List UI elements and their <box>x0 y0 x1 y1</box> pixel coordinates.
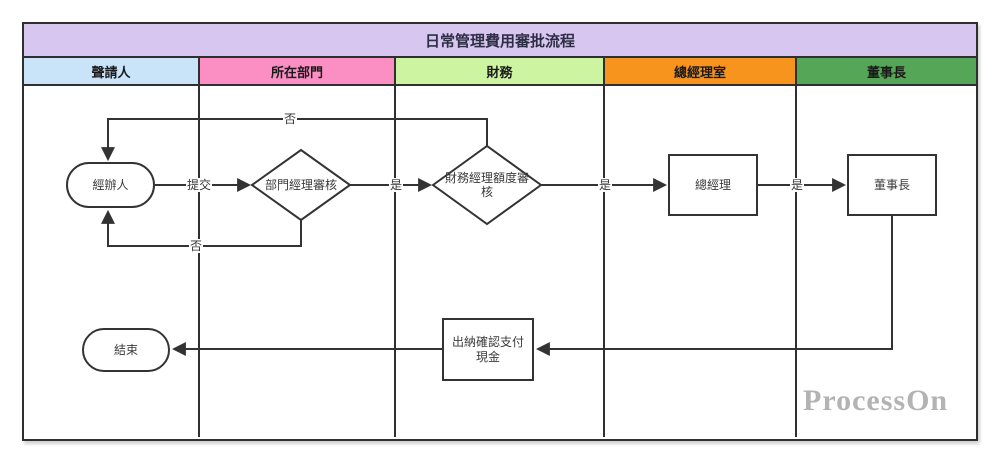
edge-label-no-top: 否 <box>282 112 298 126</box>
lane-divider <box>603 86 605 437</box>
processon-watermark: ProcessOn <box>803 384 949 417</box>
edge-label-no-bottom: 否 <box>188 239 204 253</box>
lane-header-gm-office: 總經理室 <box>605 58 797 84</box>
lane-header-department: 所在部門 <box>200 58 396 84</box>
node-applicant: 經辦人 <box>66 162 155 208</box>
lane-divider <box>795 86 797 437</box>
node-general-manager: 總經理 <box>668 154 758 216</box>
node-end: 結束 <box>82 328 170 372</box>
lane-header-chairman: 董事長 <box>797 58 976 84</box>
edge-label-yes-chairman: 是 <box>789 178 805 192</box>
lane-header-applicant: 聲請人 <box>24 58 200 84</box>
node-finance-review-label: 財務經理額度審 核 <box>444 171 529 199</box>
node-chairman: 董事長 <box>847 154 937 216</box>
node-cashier: 出納確認支付 現金 <box>442 318 534 381</box>
edge-label-submit: 提交 <box>185 178 213 192</box>
lane-divider <box>394 86 396 437</box>
edge-label-yes-finance: 是 <box>388 178 404 192</box>
edge-label-yes-gm: 是 <box>597 178 613 192</box>
diagram-title: 日常管理費用審批流程 <box>24 24 976 58</box>
lane-header-row: 聲請人 所在部門 財務 總經理室 董事長 <box>24 58 976 86</box>
lane-header-finance: 財務 <box>396 58 605 84</box>
node-dept-review-label: 部門經理審核 <box>264 178 337 192</box>
lane-divider <box>198 86 200 437</box>
